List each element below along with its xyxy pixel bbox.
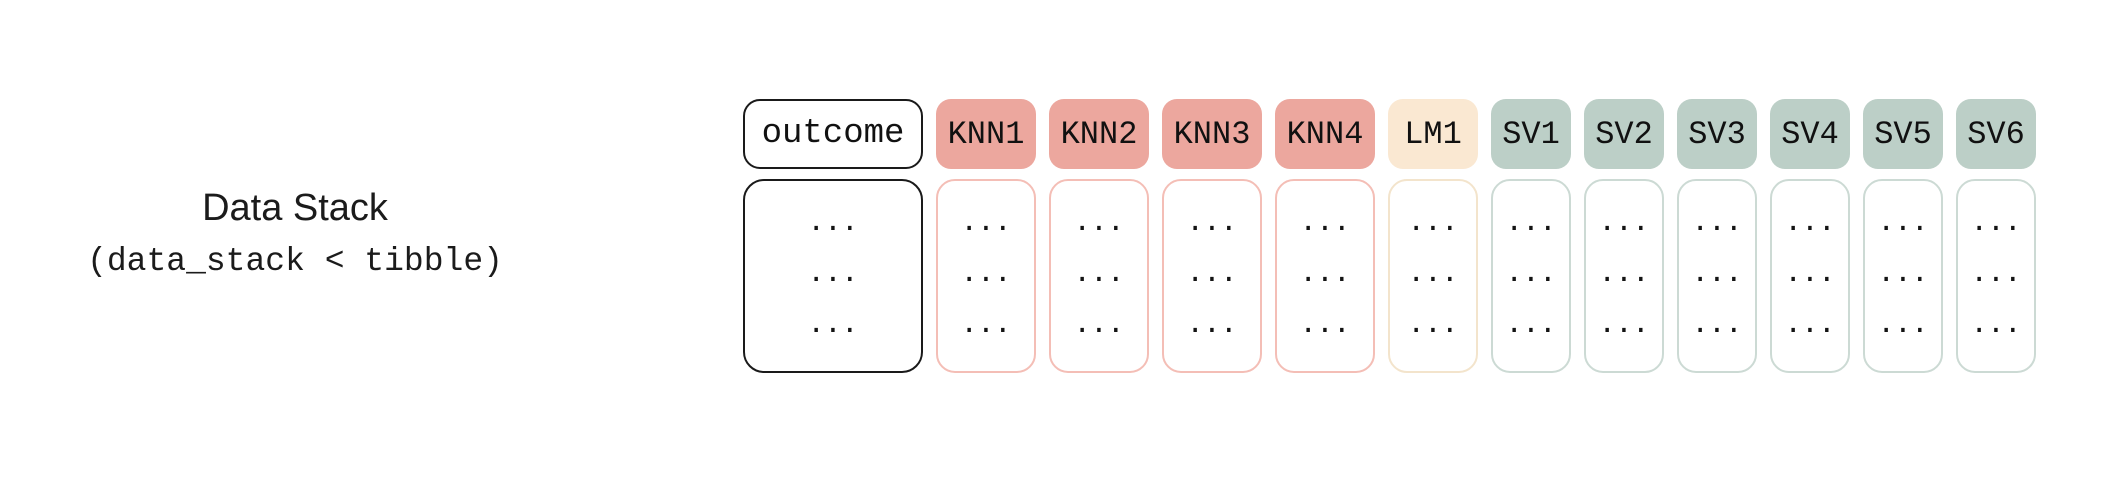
column-sv2: SV2 .........	[1584, 99, 1664, 373]
column-body-sv4: .........	[1770, 179, 1850, 373]
ellipsis-row: ...	[1877, 255, 1929, 288]
column-header-sv5: SV5	[1863, 99, 1943, 169]
ellipsis-row: ...	[1877, 204, 1929, 237]
ellipsis-row: ...	[1598, 306, 1650, 339]
column-header-sv1: SV1	[1491, 99, 1571, 169]
column-header-knn4: KNN4	[1275, 99, 1375, 169]
ellipsis-row: ...	[807, 306, 859, 339]
ellipsis-row: ...	[1598, 255, 1650, 288]
ellipsis-row: ...	[1691, 255, 1743, 288]
ellipsis-row: ...	[1186, 204, 1238, 237]
column-header-sv4: SV4	[1770, 99, 1850, 169]
column-header-lm1: LM1	[1388, 99, 1478, 169]
ellipsis-row: ...	[1186, 306, 1238, 339]
column-sv1: SV1 .........	[1491, 99, 1571, 373]
column-body-knn3: .........	[1162, 179, 1262, 373]
column-body-sv5: .........	[1863, 179, 1943, 373]
column-body-sv3: .........	[1677, 179, 1757, 373]
ellipsis-row: ...	[1784, 204, 1836, 237]
column-lm1: LM1 .........	[1388, 99, 1478, 373]
column-outcome: outcome .........	[743, 99, 923, 373]
ellipsis-row: ...	[1299, 306, 1351, 339]
column-header-outcome: outcome	[743, 99, 923, 169]
column-body-knn2: .........	[1049, 179, 1149, 373]
ellipsis-row: ...	[1691, 204, 1743, 237]
ellipsis-row: ...	[1407, 306, 1459, 339]
caption-code: (data_stack < tibble)	[87, 242, 503, 280]
column-header-knn1: KNN1	[936, 99, 1036, 169]
column-body-knn1: .........	[936, 179, 1036, 373]
column-sv4: SV4 .........	[1770, 99, 1850, 373]
ellipsis-row: ...	[1073, 204, 1125, 237]
column-knn3: KNN3 .........	[1162, 99, 1262, 373]
column-body-sv1: .........	[1491, 179, 1571, 373]
column-body-knn4: .........	[1275, 179, 1375, 373]
column-header-sv3: SV3	[1677, 99, 1757, 169]
column-header-knn2: KNN2	[1049, 99, 1149, 169]
ellipsis-row: ...	[1970, 306, 2022, 339]
ellipsis-row: ...	[1299, 204, 1351, 237]
ellipsis-row: ...	[1073, 306, 1125, 339]
ellipsis-row: ...	[960, 255, 1012, 288]
ellipsis-row: ...	[1598, 204, 1650, 237]
column-header-sv2: SV2	[1584, 99, 1664, 169]
ellipsis-row: ...	[1970, 204, 2022, 237]
column-body-sv6: .........	[1956, 179, 2036, 373]
ellipsis-row: ...	[1299, 255, 1351, 288]
ellipsis-row: ...	[1407, 204, 1459, 237]
column-sv5: SV5 .........	[1863, 99, 1943, 373]
ellipsis-row: ...	[1186, 255, 1238, 288]
ellipsis-row: ...	[807, 255, 859, 288]
ellipsis-row: ...	[1784, 255, 1836, 288]
figure-caption: Data Stack (data_stack < tibble)	[60, 186, 530, 281]
column-header-knn3: KNN3	[1162, 99, 1262, 169]
column-knn4: KNN4 .........	[1275, 99, 1375, 373]
ellipsis-row: ...	[1505, 255, 1557, 288]
column-body-outcome: .........	[743, 179, 923, 373]
ellipsis-row: ...	[1505, 306, 1557, 339]
column-sv3: SV3 .........	[1677, 99, 1757, 373]
column-body-lm1: .........	[1388, 179, 1478, 373]
column-knn2: KNN2 .........	[1049, 99, 1149, 373]
column-header-sv6: SV6	[1956, 99, 2036, 169]
ellipsis-row: ...	[1691, 306, 1743, 339]
column-knn1: KNN1 .........	[936, 99, 1036, 373]
ellipsis-row: ...	[1784, 306, 1836, 339]
ellipsis-row: ...	[1970, 255, 2022, 288]
caption-title: Data Stack	[202, 187, 388, 229]
ellipsis-row: ...	[960, 204, 1012, 237]
ellipsis-row: ...	[1877, 306, 1929, 339]
column-sv6: SV6 .........	[1956, 99, 2036, 373]
column-body-sv2: .........	[1584, 179, 1664, 373]
ellipsis-row: ...	[1505, 204, 1557, 237]
ellipsis-row: ...	[1073, 255, 1125, 288]
ellipsis-row: ...	[960, 306, 1012, 339]
data-stack-table: outcome ......... KNN1 ......... KNN2 ..…	[743, 99, 2036, 373]
ellipsis-row: ...	[1407, 255, 1459, 288]
ellipsis-row: ...	[807, 204, 859, 237]
